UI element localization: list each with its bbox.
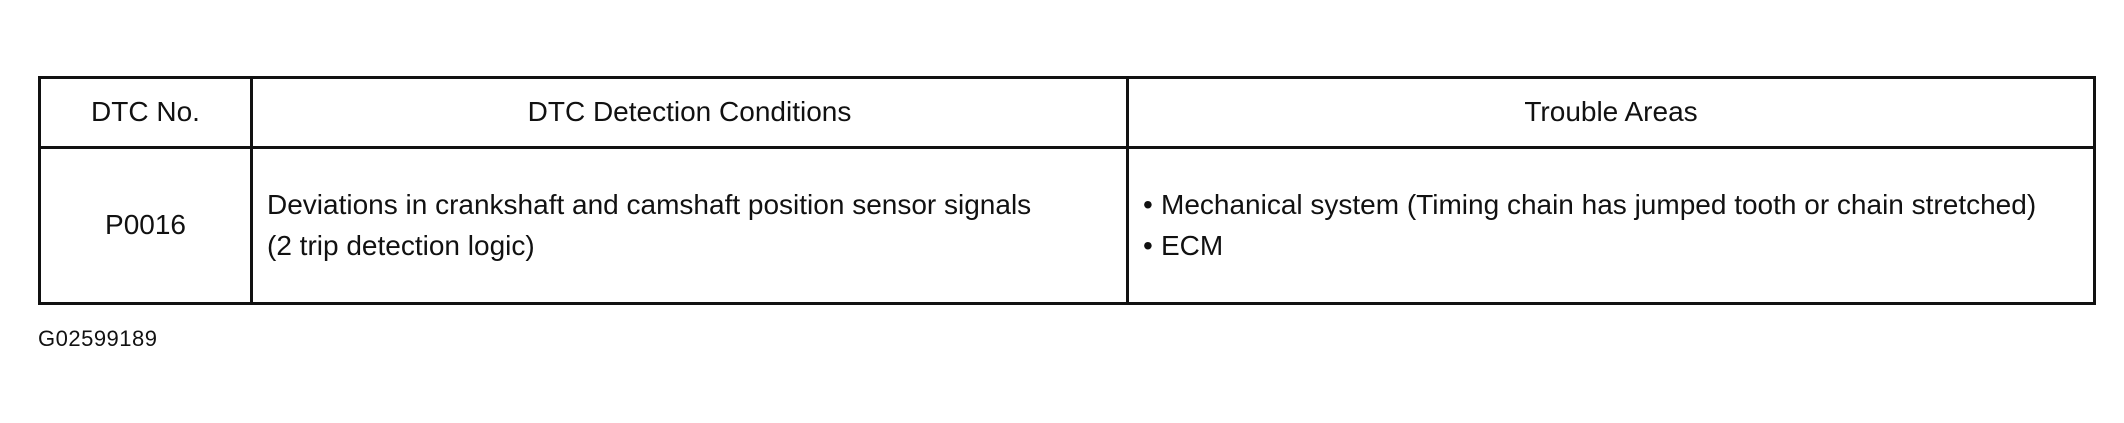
figure-id: G02599189 [38,326,158,351]
trouble-area-list: Mechanical system (Timing chain has jump… [1143,185,2079,266]
header-dtc-no: DTC No. [38,76,253,149]
header-detection-conditions: DTC Detection Conditions [250,76,1129,149]
cell-dtc-no: P0016 [38,146,253,305]
header-trouble-areas: Trouble Areas [1126,76,2096,149]
table-row: P0016 Deviations in crankshaft and camsh… [38,146,2096,305]
table-header-row: DTC No. DTC Detection Conditions Trouble… [38,76,2096,149]
cell-detection-conditions: Deviations in crankshaft and camshaft po… [250,146,1129,305]
trouble-area-item: Mechanical system (Timing chain has jump… [1143,185,2079,226]
trouble-area-item: ECM [1143,226,2079,267]
condition-line: Deviations in crankshaft and camshaft po… [267,188,1032,220]
cell-trouble-areas: Mechanical system (Timing chain has jump… [1126,146,2096,305]
dtc-table: DTC No. DTC Detection Conditions Trouble… [38,76,2096,305]
condition-line: (2 trip detection logic) [267,229,535,261]
